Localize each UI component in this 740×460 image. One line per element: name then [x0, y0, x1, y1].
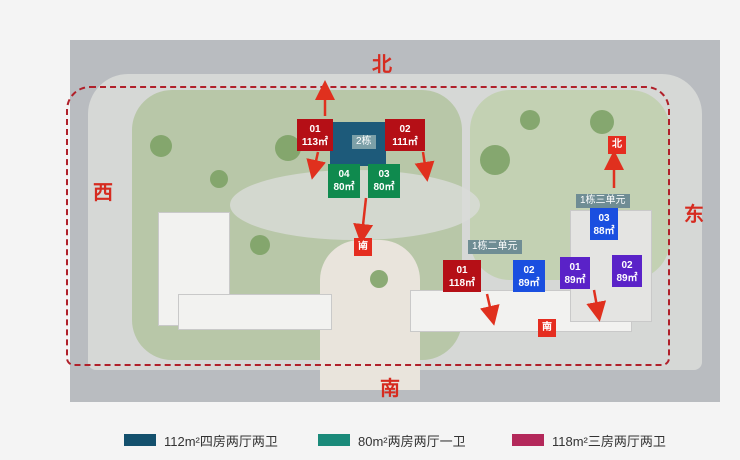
- tree: [150, 135, 172, 157]
- marker-north: 北: [608, 136, 626, 154]
- tree: [250, 235, 270, 255]
- legend-label: 80m²两房两厅一卫: [358, 433, 466, 449]
- tree: [520, 110, 540, 130]
- legend-swatch: [318, 434, 350, 446]
- compass-east: 东: [684, 204, 704, 226]
- building-1-unit-3-label: 1栋三单元: [576, 194, 630, 208]
- legend-item-112: 112m²四房两厅两卫: [124, 430, 278, 450]
- tree: [480, 145, 510, 175]
- legend-swatch: [512, 434, 544, 446]
- compass-north: 北: [372, 54, 392, 76]
- building-1-unit-2-label: 1栋二单元: [468, 240, 522, 254]
- legend-item-80: 80m²两房两厅一卫: [318, 430, 466, 450]
- building-south-row: [178, 294, 332, 330]
- tree: [370, 270, 388, 288]
- legend-label: 112m²四房两厅两卫: [164, 433, 278, 449]
- legend-swatch: [124, 434, 156, 446]
- compass-south: 南: [380, 378, 400, 400]
- tree: [590, 110, 614, 134]
- marker-south: 南: [538, 319, 556, 337]
- site-boundary: [66, 86, 670, 366]
- building-2-label: 2栋: [352, 135, 376, 149]
- legend-label: 118m²三房两厅两卫: [552, 433, 666, 449]
- tree: [210, 170, 228, 188]
- marker-south: 南: [354, 238, 372, 256]
- compass-west: 西: [93, 182, 113, 204]
- legend-item-118: 118m²三房两厅两卫: [512, 430, 666, 450]
- tree: [275, 135, 301, 161]
